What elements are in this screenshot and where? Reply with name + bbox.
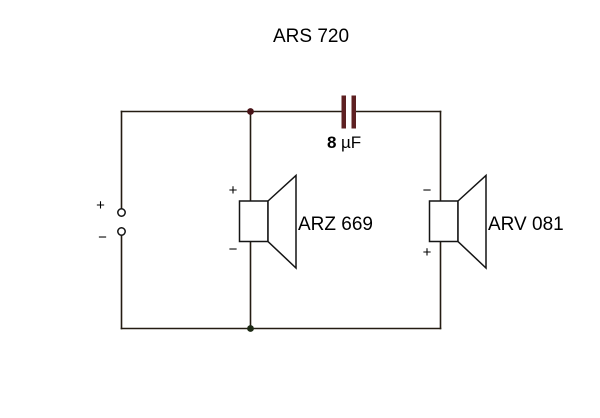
speaker-arv081-cone [457,173,487,270]
speaker-arz669-polarity-top: + [229,182,238,199]
speaker-arz669-label: ARZ 669 [298,214,373,235]
speaker-arv081-driver-body [428,200,459,243]
capacitor-plate-left [341,95,346,129]
input-terminals: + − [96,197,126,246]
speaker-arz669: + − ARZ 669 [229,173,373,270]
input-terminal-positive [117,208,126,217]
input-polarity-positive: + [96,197,105,214]
junction-dot-top [247,108,254,115]
capacitor-unit: µF [341,133,361,152]
input-polarity-negative: − [98,229,107,246]
speaker-arv081: − + ARV 081 [423,173,564,270]
speaker-arz669-polarity-bottom: − [229,241,238,258]
diagram-title: ARS 720 [273,26,349,47]
speaker-arv081-polarity-top: − [423,182,432,199]
speaker-arz669-cone [267,173,297,270]
junction-dot-bottom [247,325,254,332]
speaker-arv081-label: ARV 081 [488,214,564,235]
capacitor-value: 8 [327,133,336,152]
capacitor-plate-right [351,95,356,129]
input-terminal-negative [117,227,126,236]
speaker-arv081-polarity-bottom: + [423,244,432,261]
speaker-arz669-driver-body [238,200,269,243]
capacitor: 8 µF [327,95,361,152]
